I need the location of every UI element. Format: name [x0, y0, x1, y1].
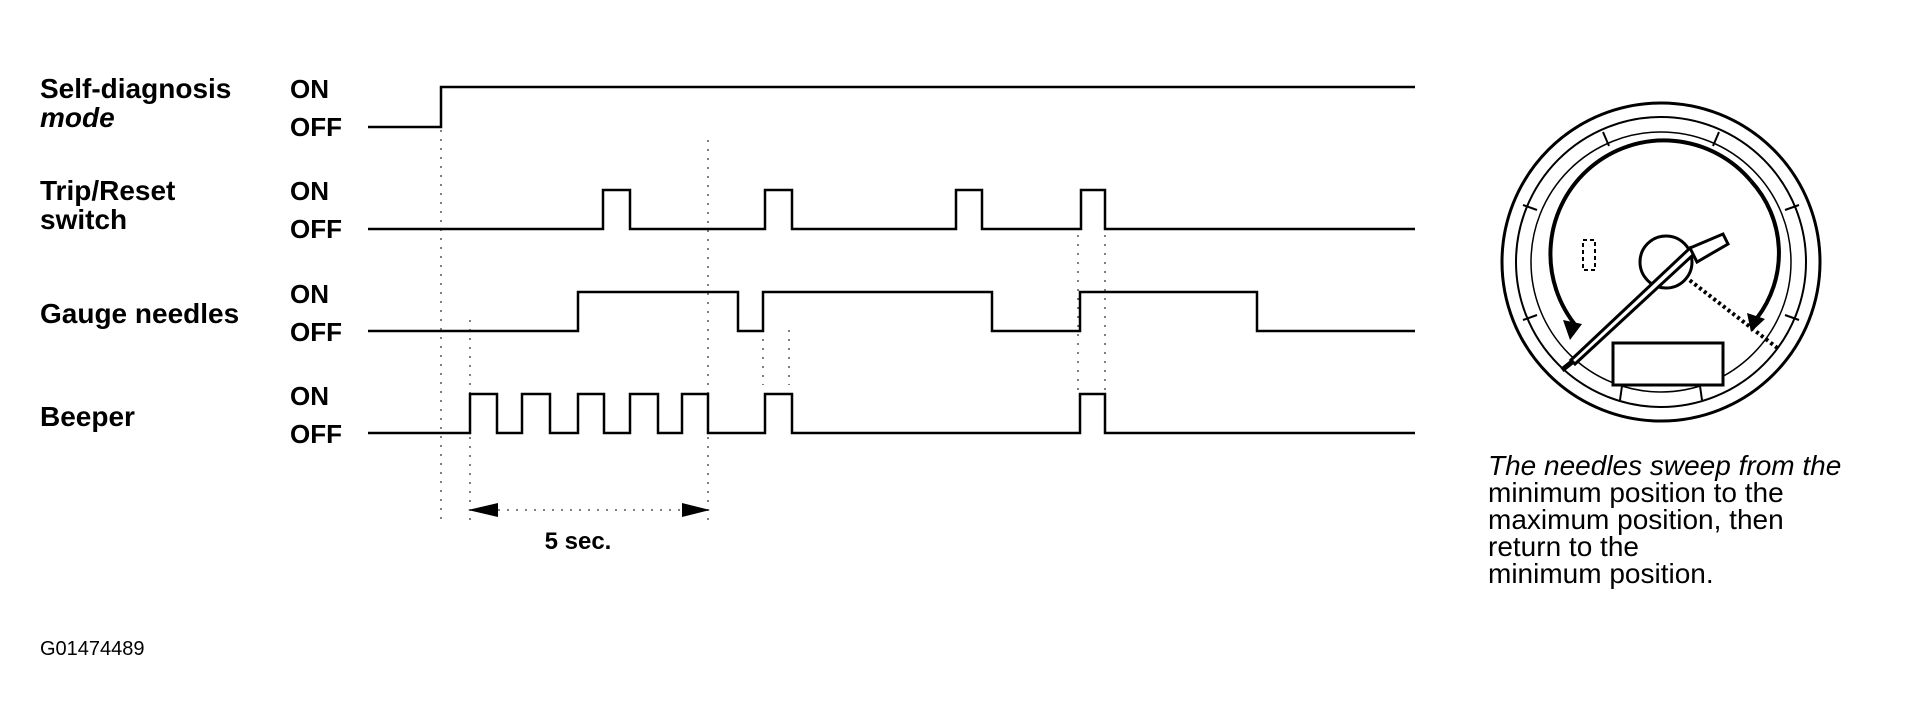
state-on-label: ON	[290, 381, 329, 411]
signal-label-self-diagnosis-mode: mode	[40, 102, 115, 133]
duration-label: 5 sec.	[545, 528, 612, 555]
state-off-label: OFF	[290, 419, 342, 449]
waveform-beeper	[368, 392, 1415, 435]
signal-label-switch: switch	[40, 204, 127, 235]
caption-line: minimum position to the	[1488, 477, 1784, 508]
signal-label-beeper: Beeper	[40, 401, 135, 432]
state-off-label: OFF	[290, 214, 342, 244]
state-on-label: ON	[290, 74, 329, 104]
state-on-label: ON	[290, 279, 329, 309]
waveform-trip-reset-switch	[368, 188, 1415, 231]
caption-line: minimum position.	[1488, 558, 1714, 589]
signal-label-gauge-needles: Gauge needles	[40, 298, 239, 329]
caption-line: maximum position, then	[1488, 504, 1784, 535]
signal-label-trip-reset: Trip/Reset	[40, 175, 175, 206]
figure-code: G01474489	[40, 638, 145, 660]
state-off-label: OFF	[290, 112, 342, 142]
waveform-gauge-needles	[368, 290, 1415, 333]
gauge-dial-icon	[1500, 101, 1822, 423]
duration-marker: 5 sec.	[468, 503, 710, 555]
arrow-right-icon	[682, 503, 710, 517]
caption-line: return to the	[1488, 531, 1639, 562]
needle-sweep-arrows-icon	[1548, 138, 1781, 340]
state-off-label: OFF	[290, 317, 342, 347]
caption-line: The needles sweep from the	[1488, 450, 1841, 481]
waveform-self-diagnosis-mode	[368, 85, 1415, 129]
timing-guide-lines	[440, 130, 1106, 520]
state-on-label: ON	[290, 176, 329, 206]
arrow-left-icon	[468, 503, 498, 517]
signal-label-self-diagnosis: Self-diagnosis	[40, 73, 231, 104]
